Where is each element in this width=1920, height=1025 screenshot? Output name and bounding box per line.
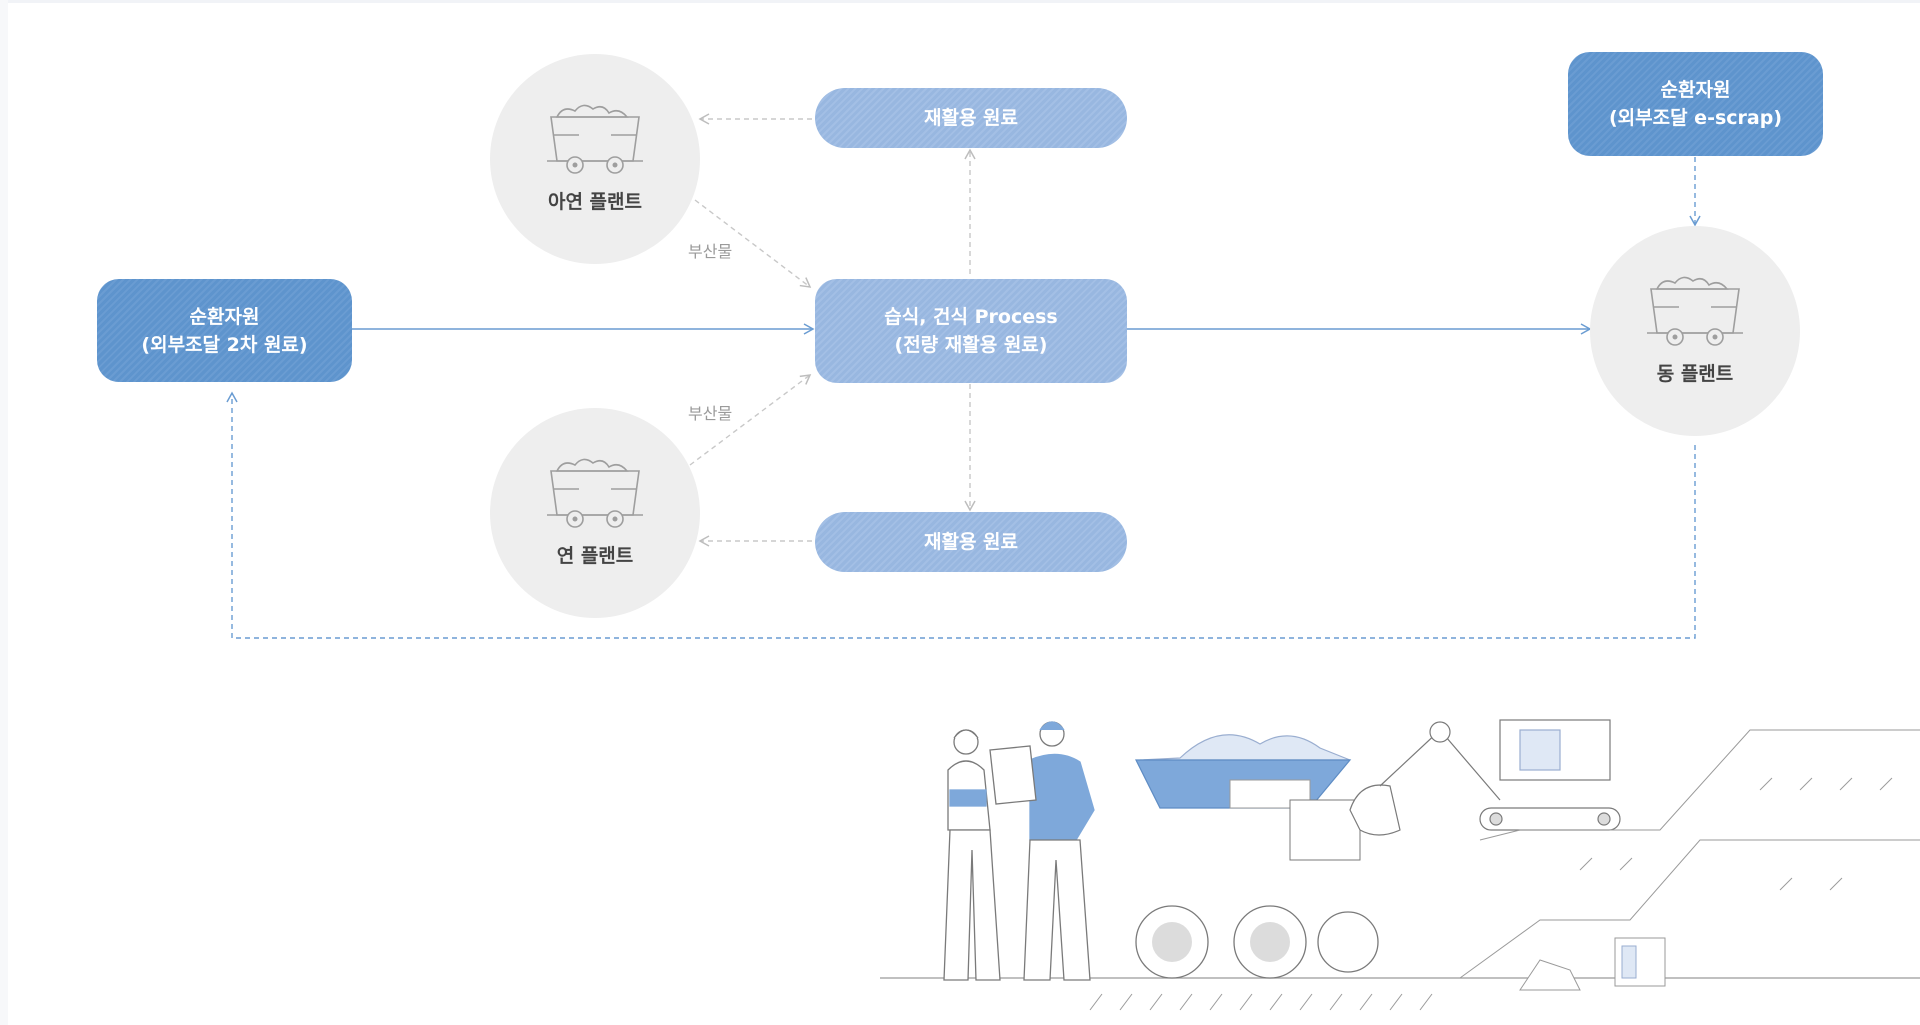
arrow-lead-byproduct [689, 374, 812, 466]
worker-left [943, 729, 1001, 981]
box-line-2: (외부조달 2차 원료) [141, 333, 308, 356]
mining-illustration [880, 719, 1920, 1011]
byproduct-label-bottom: 부산물 [688, 404, 733, 423]
process-box: 습식, 건식 Process (전량 재활용 원료) [815, 279, 1127, 383]
circular-resource-escrap-box: 순환자원 (외부조달 e-scrap) [1568, 52, 1823, 156]
box-line-2: (외부조달 e-scrap) [1608, 107, 1783, 129]
recycled-material-bottom-box: 재활용 원료 [815, 512, 1127, 572]
plant-label: 아연 플랜트 [547, 191, 642, 213]
dump-truck [1135, 734, 1379, 979]
plant-label: 연 플랜트 [556, 545, 634, 567]
mine-cart-icon [1647, 276, 1743, 346]
box-label: 재활용 원료 [923, 107, 1018, 129]
lead-plant-node: 연 플랜트 [490, 408, 700, 618]
zinc-plant-node: 아연 플랜트 [490, 54, 700, 264]
worker-right [989, 721, 1095, 981]
box-line-2: (전량 재활용 원료) [894, 334, 1048, 356]
plant-label: 동 플랜트 [1656, 363, 1734, 385]
copper-plant-node: 동 플랜트 [1590, 226, 1800, 436]
mine-cart-icon [547, 458, 643, 528]
top-divider [0, 0, 1920, 3]
recycled-material-top-box: 재활용 원료 [815, 88, 1127, 148]
hillside [1459, 729, 1920, 991]
circular-resource-secondary-box: 순환자원 (외부조달 2차 원료) [97, 279, 352, 382]
left-edge [0, 0, 8, 1025]
excavator [1349, 719, 1621, 836]
arrow-zinc-byproduct [694, 199, 812, 288]
box-line-1: 순환자원 [189, 305, 260, 328]
mine-cart-icon [547, 104, 643, 174]
box-line-1: 습식, 건식 Process [884, 306, 1058, 328]
box-line-1: 순환자원 [1660, 79, 1731, 101]
box-label: 재활용 원료 [923, 531, 1018, 553]
byproduct-label-top: 부산물 [688, 242, 733, 261]
